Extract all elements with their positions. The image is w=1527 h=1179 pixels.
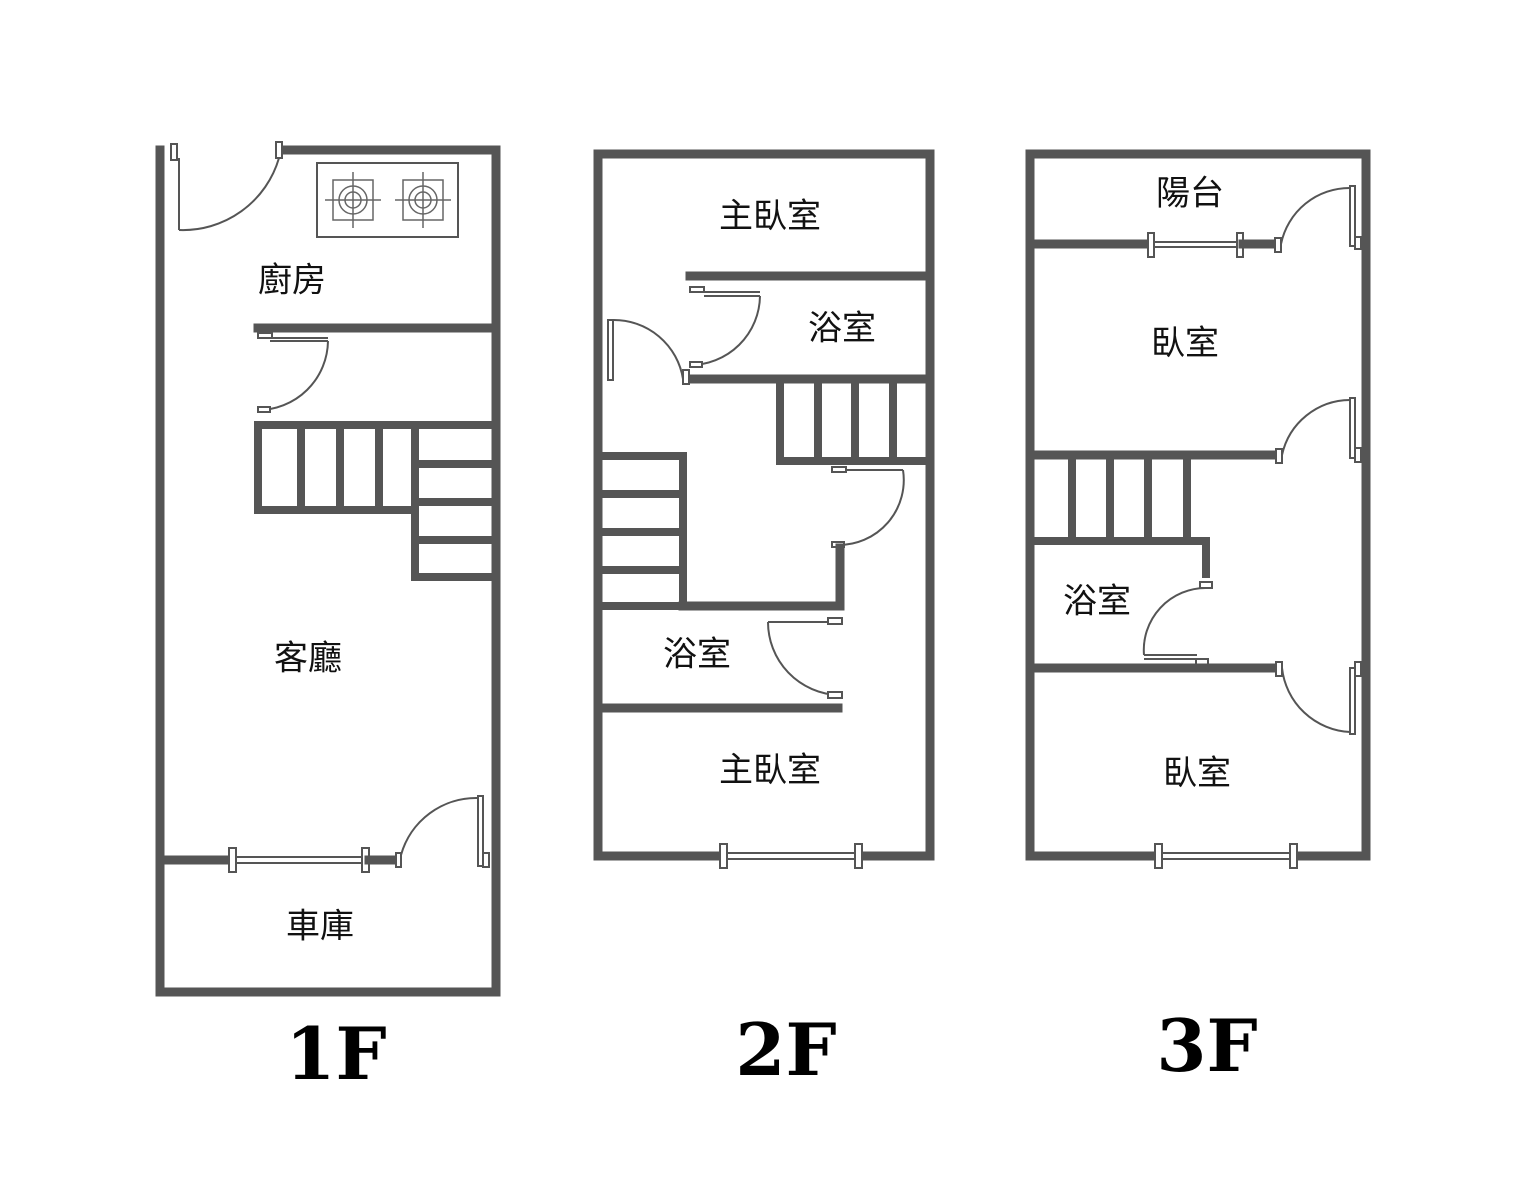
staircase-icon	[254, 421, 496, 581]
door-swing-icon	[607, 318, 690, 385]
door-swing-icon	[831, 466, 905, 548]
door-swing-icon	[1275, 661, 1362, 735]
room-label-bedroom: 臥室	[1163, 754, 1231, 794]
room-label-kitchen: 廚房	[258, 261, 326, 301]
room-label-balcony: 陽台	[1156, 174, 1224, 214]
door-swing-icon	[1275, 397, 1362, 464]
room-label-garage: 車庫	[286, 907, 354, 947]
floor-plan-1f: 廚房 客廳 車庫 1F	[155, 141, 501, 1096]
window-icon	[719, 843, 863, 869]
door-swing-icon	[689, 286, 761, 368]
door-swing-icon	[766, 617, 843, 699]
window-icon	[1147, 232, 1244, 258]
staircase-icon	[776, 379, 930, 465]
stove-burner-icon	[325, 172, 381, 228]
door-swing-icon	[1142, 581, 1213, 666]
room-label-master-bedroom: 主臥室	[719, 751, 821, 791]
room-label-bathroom: 浴室	[663, 635, 731, 675]
door-swing-icon	[1274, 185, 1362, 253]
door-swing-icon	[257, 332, 329, 413]
door-swing-icon	[395, 795, 490, 868]
staircase-icon	[1026, 459, 1210, 578]
window-icon	[228, 847, 370, 873]
floor-plan-2f: 主臥室 浴室 浴室 主臥室 2F	[593, 149, 935, 1092]
room-label-master-bedroom: 主臥室	[719, 197, 821, 237]
floor-label-2f: 2F	[735, 1007, 836, 1092]
room-label-bathroom: 浴室	[1063, 582, 1131, 622]
room-label-living-room: 客廳	[274, 639, 342, 679]
stove-burner-icon	[395, 172, 451, 228]
floor-label-3f: 3F	[1156, 1003, 1257, 1088]
room-label-bedroom: 臥室	[1151, 324, 1219, 364]
wall	[678, 543, 845, 611]
stove-icon	[316, 162, 459, 238]
floor-plan-3f: 陽台 臥室 浴室 臥室 3F	[1025, 149, 1371, 1088]
staircase-icon	[598, 452, 687, 610]
room-label-bathroom: 浴室	[808, 309, 876, 349]
door-swing-icon	[170, 141, 283, 232]
floor-label-1f: 1F	[285, 1011, 386, 1096]
window-icon	[1154, 843, 1298, 869]
